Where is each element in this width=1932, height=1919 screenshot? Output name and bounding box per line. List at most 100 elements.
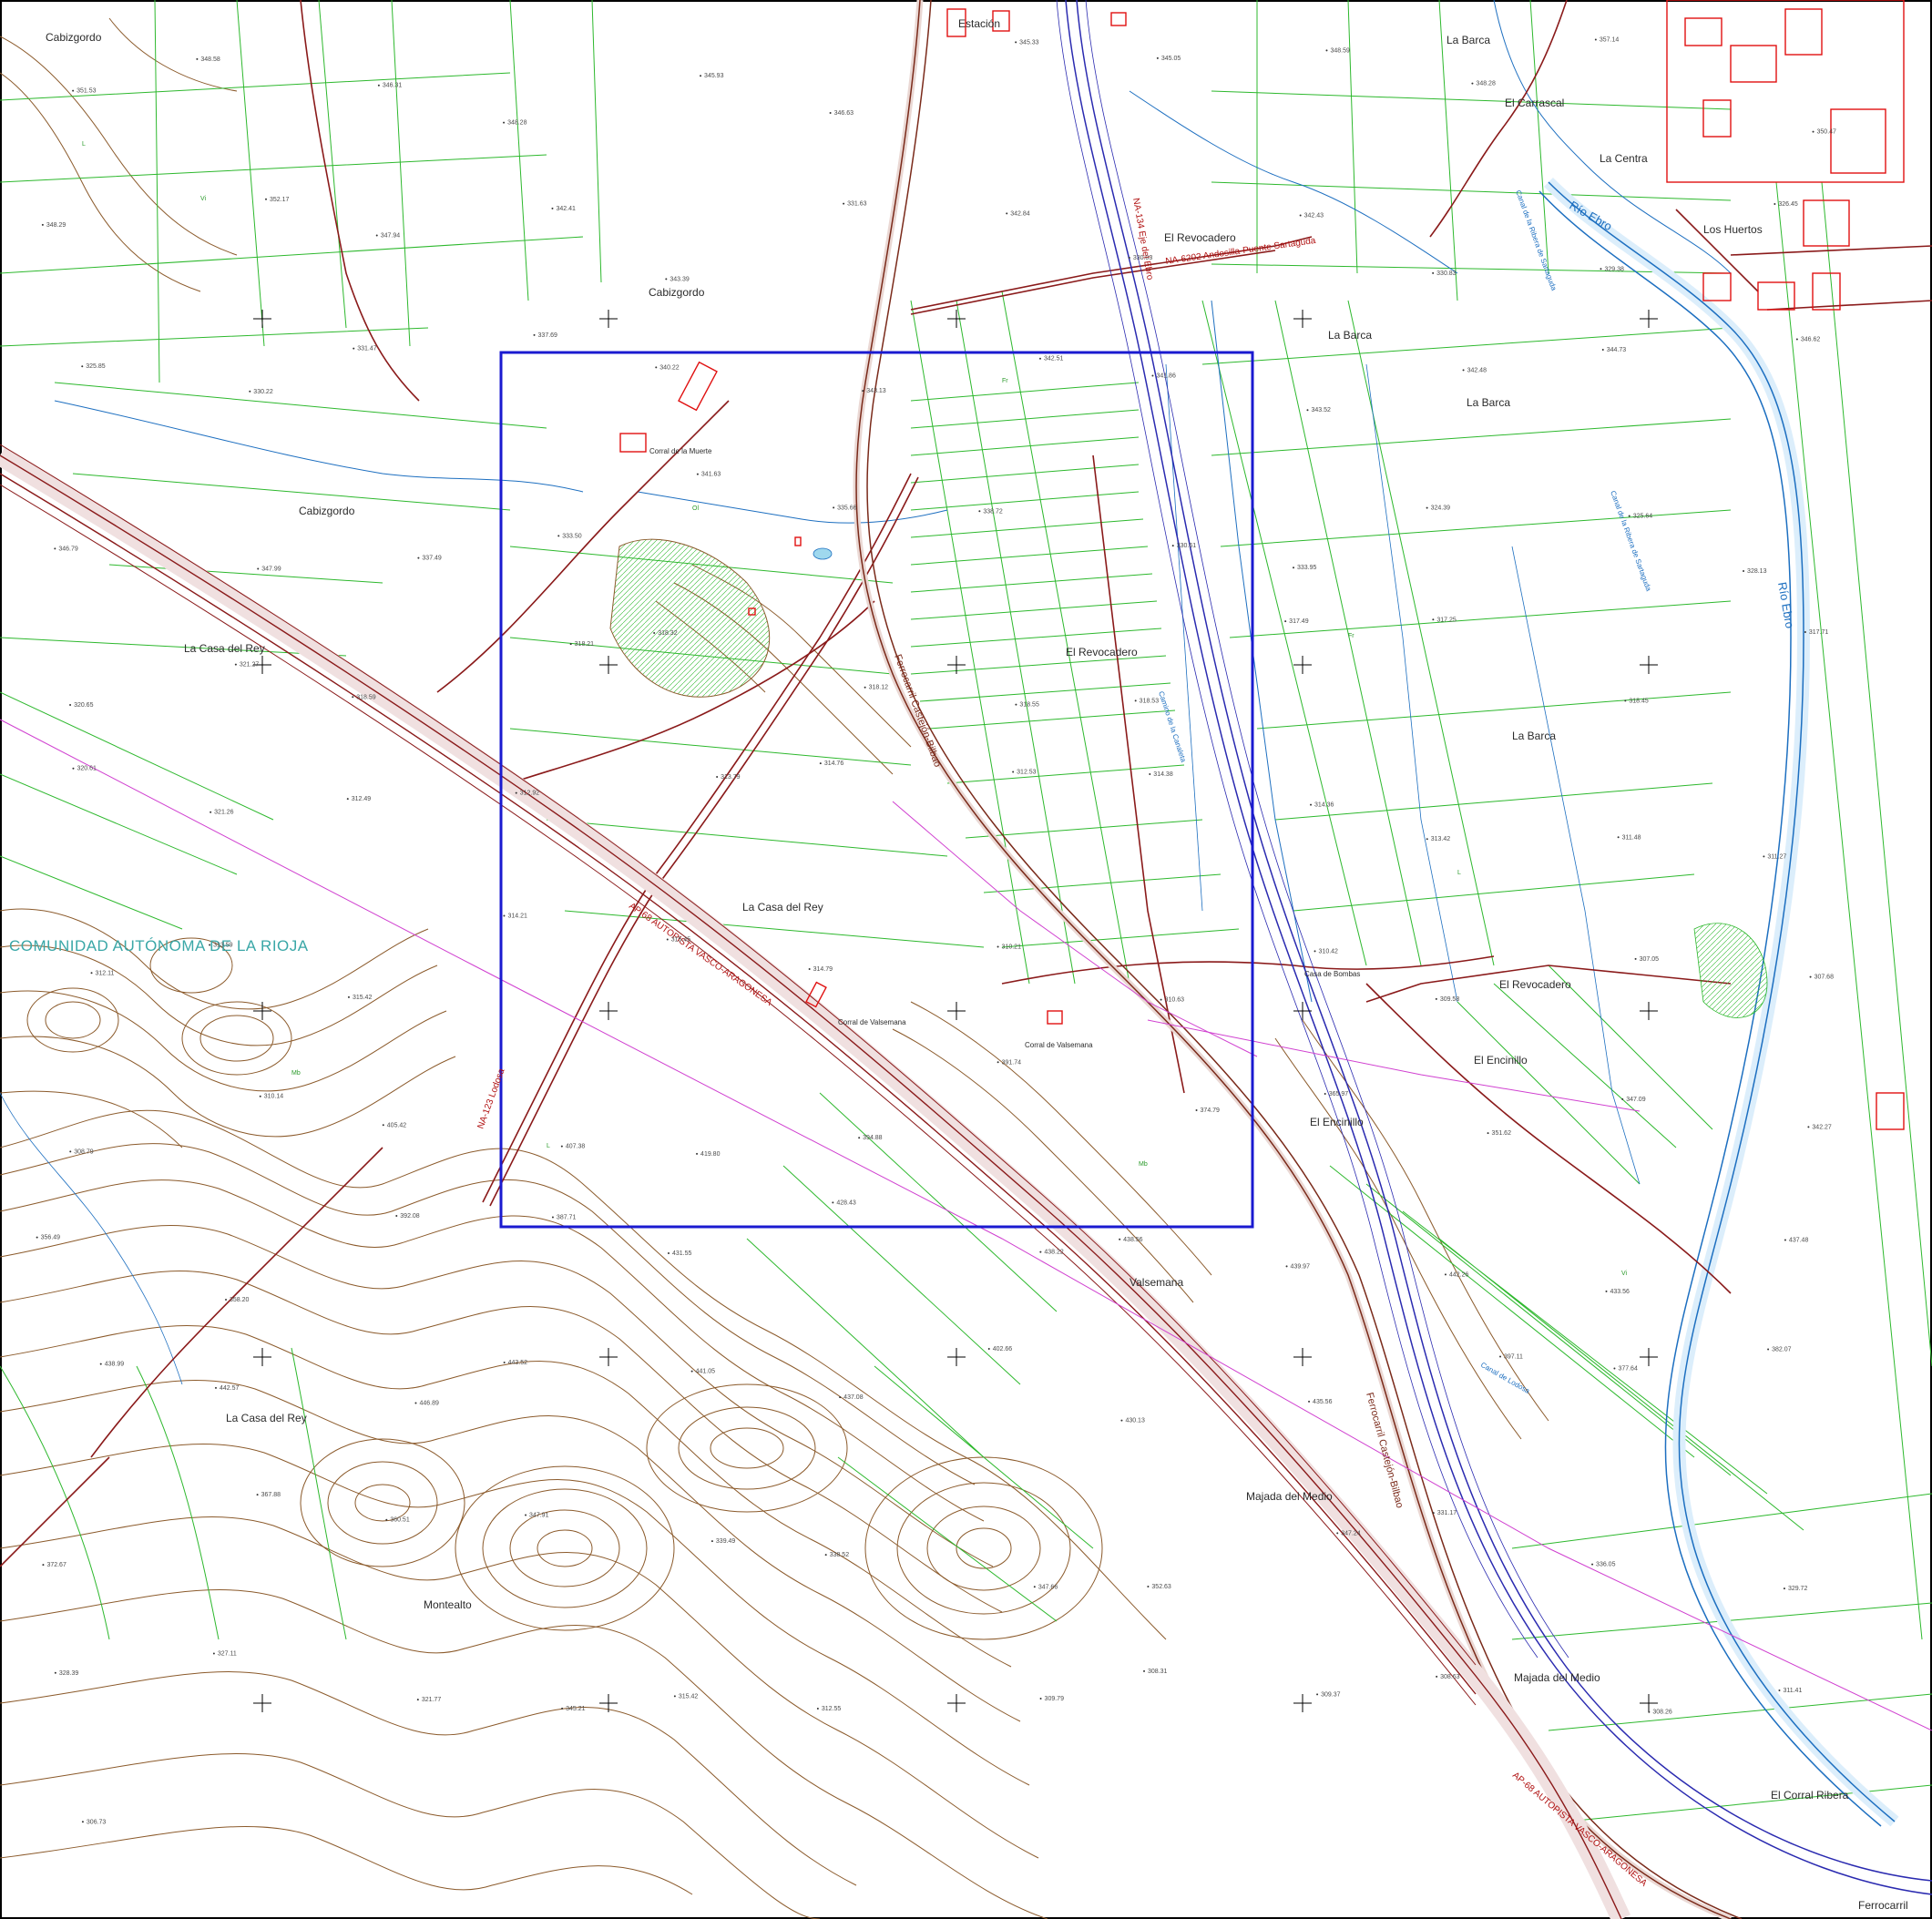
elevation-point xyxy=(1299,214,1302,217)
elevation-label: 438.22 xyxy=(1044,1250,1064,1256)
landuse-code: Fr xyxy=(1002,378,1008,384)
spot-elevations: 351.53348.58346.31348.28345.93346.63345.… xyxy=(36,37,1837,1825)
elevation-point xyxy=(1499,1355,1502,1358)
place-label: La Barca xyxy=(1467,396,1510,409)
elevation-label: 307.68 xyxy=(1814,975,1835,981)
elevation-label: 345.33 xyxy=(1019,39,1039,46)
place-label: La Casa del Rey xyxy=(184,642,265,655)
elevation-point xyxy=(833,506,835,509)
elevation-label: 318.32 xyxy=(658,630,678,637)
elevation-point xyxy=(1284,620,1287,623)
elevation-point xyxy=(1006,212,1008,215)
elevation-point xyxy=(1605,1290,1608,1292)
elevation-label: 317.49 xyxy=(1289,618,1309,625)
elevation-label: 350.47 xyxy=(1817,129,1837,136)
elevation-point xyxy=(525,1514,527,1516)
elevation-label: 310.21 xyxy=(1002,944,1022,950)
elevation-point xyxy=(561,1707,564,1710)
elevation-label: 446.89 xyxy=(419,1401,439,1407)
region-label: COMUNIDAD AUTÓNOMA DE LA RIOJA xyxy=(9,937,309,954)
study-area-box[interactable] xyxy=(499,351,1254,1229)
elevation-label: 338.52 xyxy=(830,1552,850,1558)
elevation-label: 348.58 xyxy=(200,56,220,63)
elevation-point xyxy=(90,972,93,975)
elevation-label: 327.11 xyxy=(218,1651,237,1658)
elevation-label: 312.92 xyxy=(520,791,540,797)
elevation-point xyxy=(385,1518,388,1521)
place-label: La Barca xyxy=(1446,34,1490,46)
place-label: El Revocadero xyxy=(1164,231,1236,244)
elevation-point xyxy=(503,1361,506,1363)
elevation-label: 331.63 xyxy=(847,201,867,208)
elevation-point xyxy=(257,567,260,570)
place-label: La Centra xyxy=(1600,152,1648,165)
elevation-label: 335.66 xyxy=(837,505,857,511)
elevation-point xyxy=(503,914,506,917)
place-label: El Encinillo xyxy=(1474,1054,1528,1067)
elevation-point xyxy=(843,202,845,205)
elevation-point xyxy=(1149,772,1151,775)
elevation-label: 365.97 xyxy=(1329,1091,1349,1097)
elevation-label: 340.22 xyxy=(659,364,680,371)
elevation-label: 345.21 xyxy=(566,1706,586,1712)
elevation-point xyxy=(1624,699,1627,702)
elevation-label: 309.37 xyxy=(1321,1691,1341,1698)
elevation-point xyxy=(395,1214,398,1217)
motorway-ap68 xyxy=(0,444,1630,1919)
elevation-point xyxy=(666,938,669,941)
elevation-point xyxy=(1432,1512,1435,1515)
elevation-point xyxy=(99,1363,102,1365)
power-lines xyxy=(0,719,1932,1731)
elevation-label: 314.38 xyxy=(1153,771,1173,778)
elevation-label: 351.53 xyxy=(77,88,97,95)
elevation-label: 321.77 xyxy=(422,1697,442,1703)
elevation-label: 320.65 xyxy=(74,702,94,709)
elevation-point xyxy=(1039,1698,1042,1700)
elevation-label: 333.50 xyxy=(562,533,582,539)
elevation-label: 346.63 xyxy=(834,110,854,117)
elevation-point xyxy=(42,1564,45,1567)
elevation-point xyxy=(1743,569,1745,572)
elevation-point xyxy=(700,75,702,77)
elevation-point xyxy=(234,663,237,666)
elevation-point xyxy=(515,791,517,794)
elevation-label: 311.48 xyxy=(1622,834,1641,841)
place-label: Estación xyxy=(958,17,1000,30)
elevation-point xyxy=(1774,202,1776,205)
elevation-point xyxy=(1134,699,1137,702)
elevation-point xyxy=(864,686,866,689)
elevation-point xyxy=(1147,1586,1150,1588)
elevation-point xyxy=(1601,349,1604,352)
elevation-point xyxy=(673,1695,676,1698)
elevation-label: 328.13 xyxy=(1747,568,1767,575)
elevation-label: 419.80 xyxy=(700,1151,721,1158)
elevation-point xyxy=(1613,1367,1616,1370)
landuse-code: Mb xyxy=(291,1070,301,1077)
elevation-label: 442.57 xyxy=(220,1385,240,1392)
elevation-label: 318.53 xyxy=(1140,698,1160,704)
elevation-label: 339.49 xyxy=(716,1538,736,1545)
elevation-point xyxy=(1487,1132,1489,1135)
elevation-point xyxy=(1432,618,1435,621)
landuse-code: L xyxy=(1457,870,1461,876)
elevation-point xyxy=(1015,41,1017,44)
elevation-point xyxy=(503,121,506,124)
elevation-point xyxy=(1812,130,1814,133)
elevation-point xyxy=(54,547,56,550)
elevation-point xyxy=(653,631,656,634)
elevation-point xyxy=(212,1652,215,1655)
elevation-point xyxy=(1039,1250,1042,1253)
elevation-label: 309.79 xyxy=(1045,1696,1065,1702)
elevation-point xyxy=(352,696,354,699)
landuse-code: L xyxy=(82,141,86,148)
elevation-label: 394.88 xyxy=(863,1135,883,1141)
elevation-point xyxy=(1767,1348,1770,1351)
elevation-label: 338.72 xyxy=(983,508,1003,515)
elevation-label: 315.42 xyxy=(679,1693,699,1700)
motorway-na134 xyxy=(1056,0,1932,1895)
contour-lines xyxy=(0,17,1549,1919)
landuse-code: Vi xyxy=(200,196,207,202)
place-label: Ferrocarril xyxy=(1858,1899,1908,1912)
